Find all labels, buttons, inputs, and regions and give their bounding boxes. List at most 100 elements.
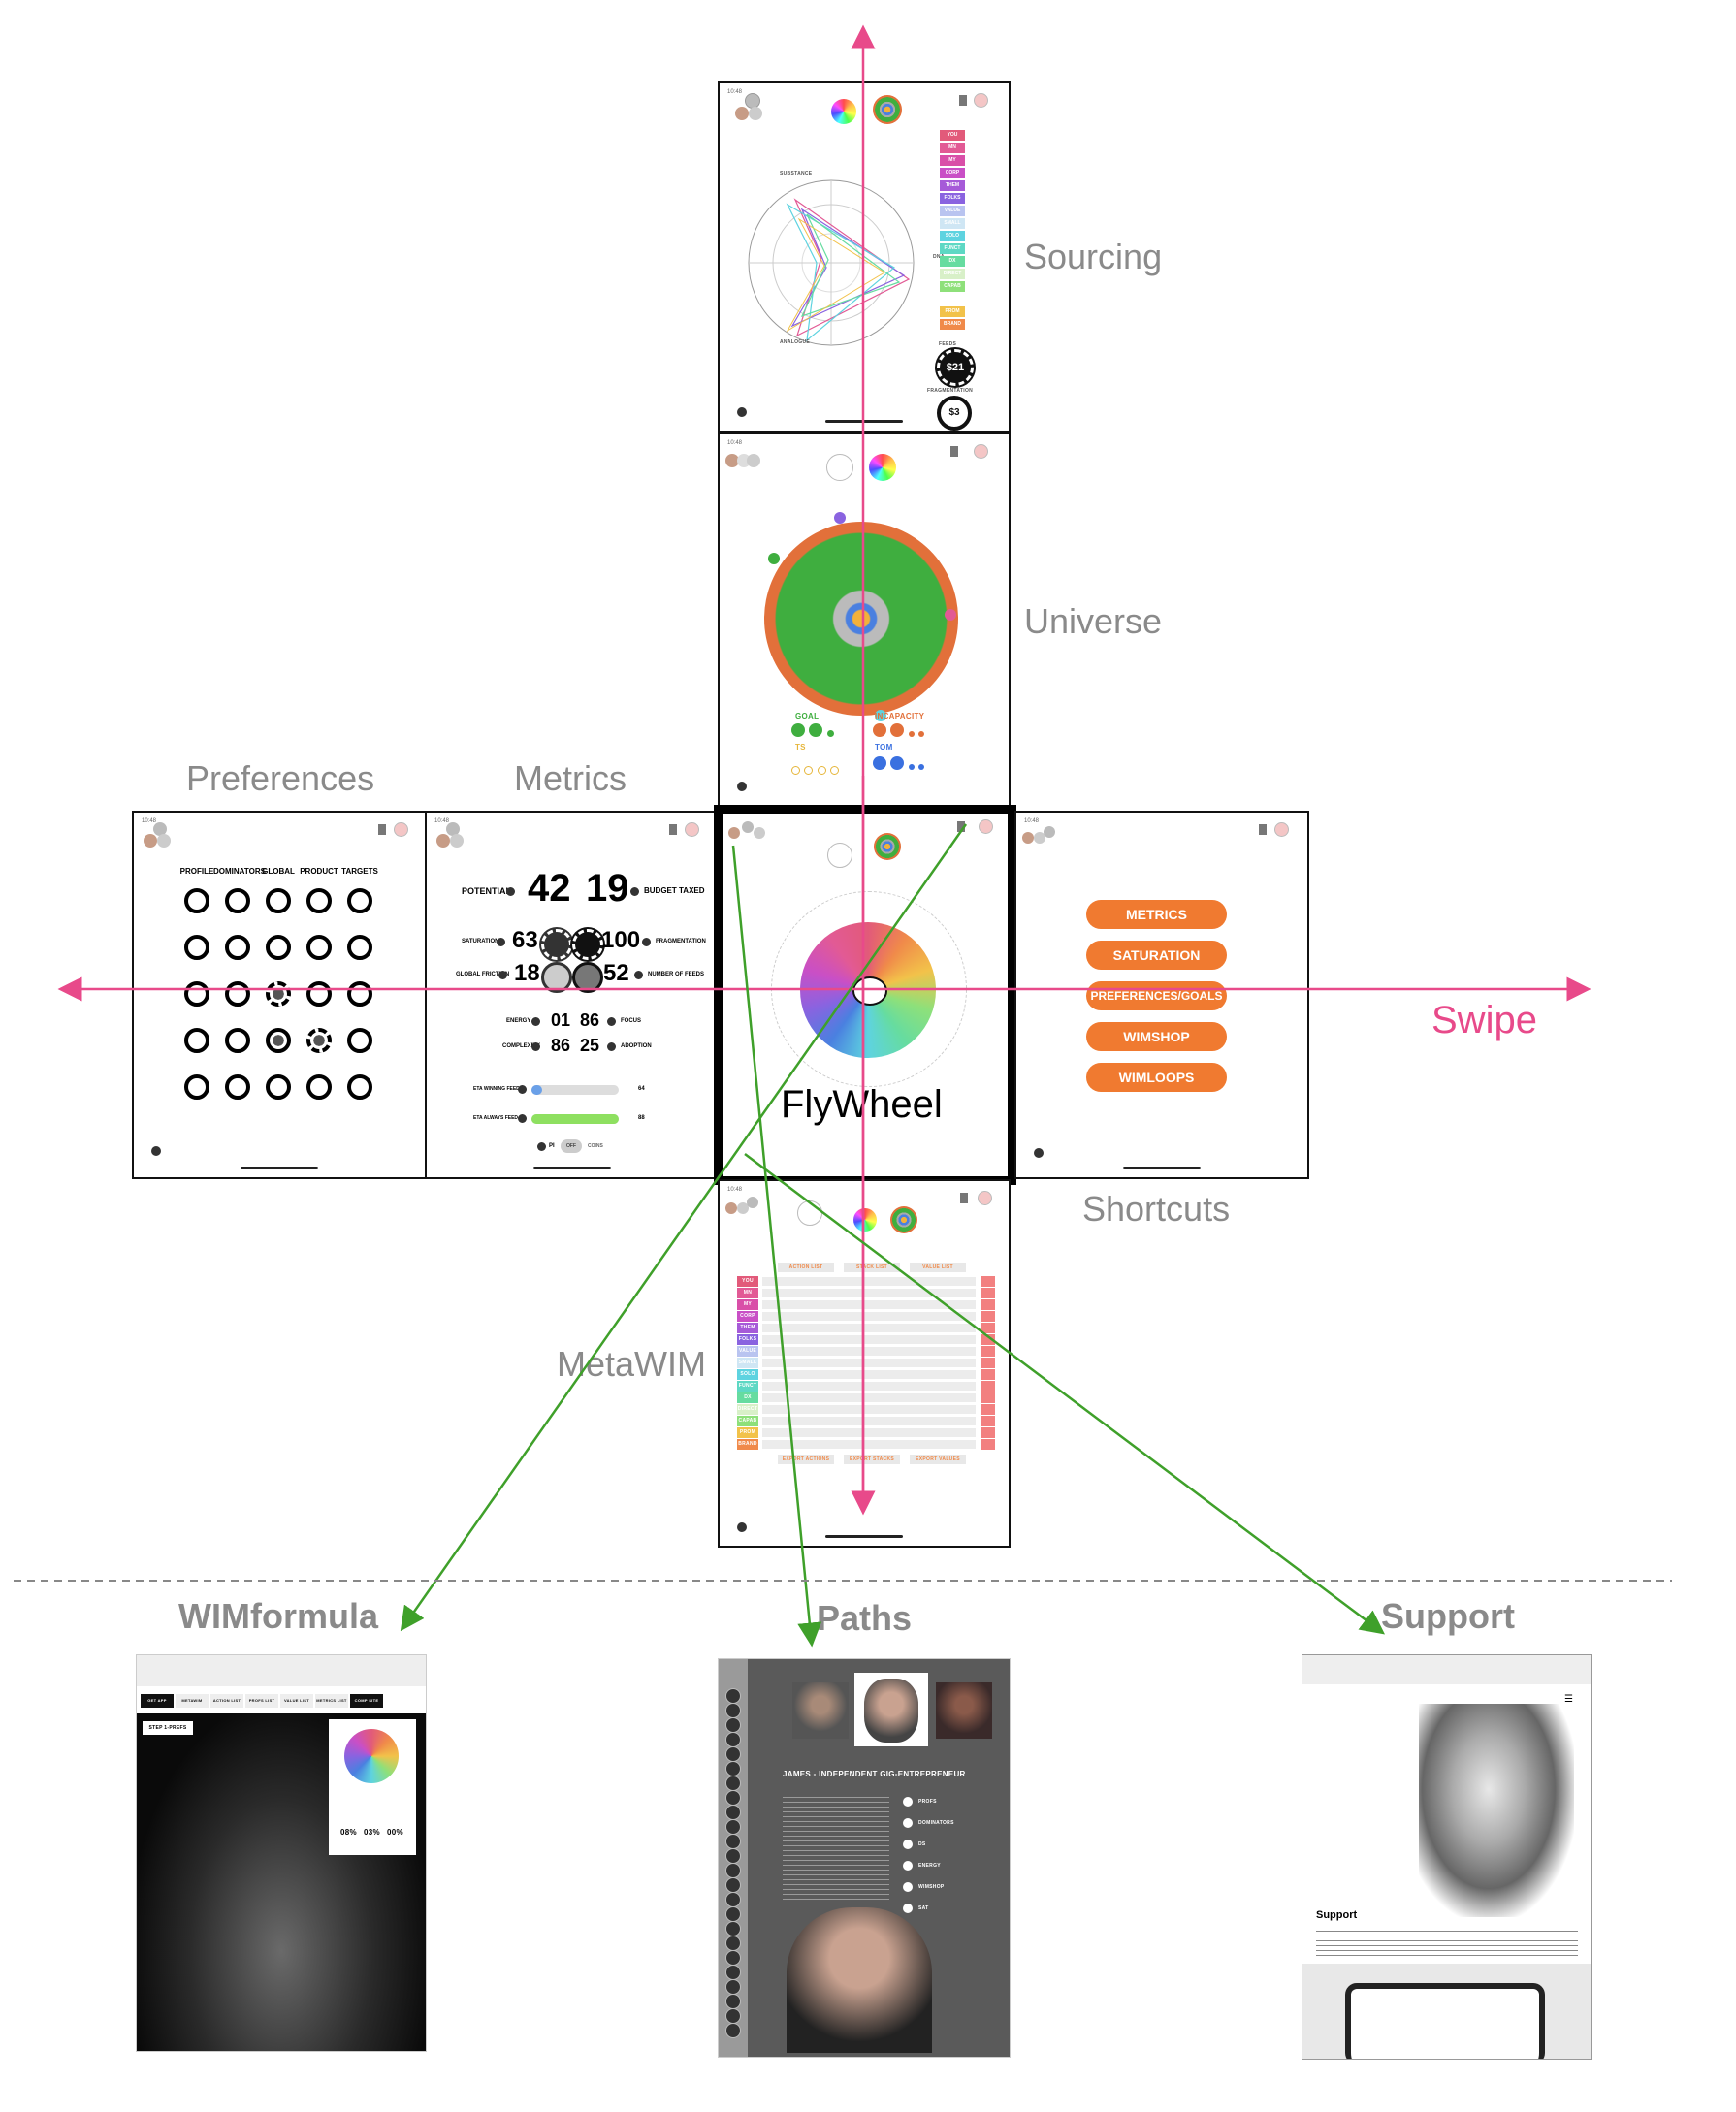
profile-pink-icon[interactable] xyxy=(685,822,699,837)
menu-item[interactable]: WIMSHOP xyxy=(918,1884,945,1890)
tag-value[interactable]: VALUE xyxy=(940,206,965,216)
preferences-screen[interactable]: 10:48 PROFILE DOMINATORS GLOBAL PRODUCT … xyxy=(132,811,427,1179)
footer-export-values[interactable]: EXPORT VALUES xyxy=(910,1455,966,1464)
help-icon[interactable] xyxy=(630,887,639,896)
sourcing-screen[interactable]: 10:48 SUBSTANCE DNA ANALOGUE YOU MN MY C… xyxy=(718,81,1011,432)
header-value-list[interactable]: VALUE LIST xyxy=(910,1263,966,1272)
table-row[interactable]: PROM xyxy=(737,1427,999,1438)
preference-ring[interactable] xyxy=(347,888,372,913)
table-row[interactable]: FUNCT xyxy=(737,1381,999,1392)
planet-dot[interactable] xyxy=(834,512,846,524)
table-row[interactable]: YOU xyxy=(737,1276,999,1287)
path-number[interactable] xyxy=(725,1703,741,1718)
tag-capab[interactable]: CAPAB xyxy=(940,281,965,292)
help-icon[interactable] xyxy=(531,1017,540,1026)
table-row[interactable]: BRAND xyxy=(737,1439,999,1450)
preference-ring[interactable] xyxy=(266,1028,291,1053)
help-icon[interactable] xyxy=(737,1522,747,1532)
path-number[interactable] xyxy=(725,1979,741,1995)
path-number[interactable] xyxy=(725,1965,741,1980)
help-icon[interactable] xyxy=(642,938,651,946)
profile-pink-icon[interactable] xyxy=(974,93,988,108)
flywheel-screen[interactable]: FlyWheel xyxy=(714,805,1016,1185)
planet-dot[interactable] xyxy=(768,553,780,564)
preference-ring[interactable] xyxy=(184,1028,209,1053)
path-number[interactable] xyxy=(725,1863,741,1878)
menu-item[interactable]: DS xyxy=(918,1841,926,1847)
preference-ring[interactable] xyxy=(184,888,209,913)
preference-ring[interactable] xyxy=(225,935,250,960)
help-icon[interactable] xyxy=(151,1146,161,1156)
table-row[interactable]: MN xyxy=(737,1288,999,1298)
table-row[interactable]: DX xyxy=(737,1392,999,1403)
help-icon[interactable] xyxy=(607,1017,616,1026)
universe-screen[interactable]: 10:48 GOAL INCAPACITY TS TOM xyxy=(718,432,1011,809)
path-number[interactable] xyxy=(725,2023,741,2038)
help-icon[interactable] xyxy=(607,1042,616,1051)
menu-item[interactable]: SAT xyxy=(918,1905,929,1911)
path-number[interactable] xyxy=(725,1921,741,1936)
shortcut-metrics-button[interactable]: METRICS xyxy=(1086,900,1227,929)
path-number[interactable] xyxy=(725,1776,741,1791)
preference-ring[interactable] xyxy=(306,935,332,960)
help-icon[interactable] xyxy=(518,1085,527,1094)
path-number[interactable] xyxy=(725,1717,741,1733)
doc-icon[interactable] xyxy=(960,1193,968,1203)
avatar-group[interactable] xyxy=(728,821,767,841)
preference-ring[interactable] xyxy=(225,1028,250,1053)
feeds-dial[interactable]: $21 xyxy=(937,349,974,386)
path-number[interactable] xyxy=(725,1892,741,1907)
feeds-dial[interactable] xyxy=(572,962,603,993)
help-icon[interactable] xyxy=(537,1142,546,1151)
color-wheel-icon[interactable] xyxy=(344,1729,399,1783)
nav-tab[interactable]: METRICS LIST xyxy=(315,1694,348,1708)
path-number[interactable] xyxy=(725,1994,741,2009)
path-number[interactable] xyxy=(725,1688,741,1704)
path-number[interactable] xyxy=(725,1877,741,1893)
menu-item[interactable]: PROFS xyxy=(918,1799,937,1805)
flywheel-center[interactable] xyxy=(852,976,887,1006)
preference-ring[interactable] xyxy=(347,1074,372,1100)
table-row[interactable]: FOLKS xyxy=(737,1334,999,1345)
doc-icon[interactable] xyxy=(959,95,967,106)
toggle-off[interactable]: OFF xyxy=(561,1139,582,1153)
metawim-screen[interactable]: 10:48 ACTION LIST STACK LIST VALUE LIST … xyxy=(718,1179,1011,1548)
path-number[interactable] xyxy=(725,1936,741,1951)
preference-ring[interactable] xyxy=(184,1074,209,1100)
menu-item[interactable]: ENERGY xyxy=(918,1863,941,1869)
flower-icon[interactable] xyxy=(831,99,856,124)
avatar-group[interactable] xyxy=(144,822,182,851)
nav-tab[interactable]: ACTION LIST xyxy=(210,1694,243,1708)
shortcut-wimloops-button[interactable]: WIMLOOPS xyxy=(1086,1063,1227,1092)
preference-ring[interactable] xyxy=(225,1074,250,1100)
path-number[interactable] xyxy=(725,1950,741,1966)
tag-dx[interactable]: DX xyxy=(940,256,965,267)
menu-dot[interactable] xyxy=(903,1797,913,1807)
tag-solo[interactable]: SOLO xyxy=(940,231,965,241)
saturation-dial[interactable] xyxy=(541,929,572,960)
preference-ring[interactable] xyxy=(184,981,209,1007)
preference-ring[interactable] xyxy=(306,1028,332,1053)
fragmentation-dial[interactable]: $3 xyxy=(937,396,972,431)
tag-mn[interactable]: MN xyxy=(940,143,965,153)
nav-tab[interactable]: PROFS LIST xyxy=(245,1694,278,1708)
menu-dot[interactable] xyxy=(903,1882,913,1892)
help-icon[interactable] xyxy=(737,782,747,791)
nav-tab[interactable]: COMP SITE xyxy=(350,1694,383,1708)
table-row[interactable]: SMALL xyxy=(737,1358,999,1368)
preference-ring[interactable] xyxy=(266,935,291,960)
eta-always-bar[interactable] xyxy=(531,1114,619,1124)
path-number[interactable] xyxy=(725,1746,741,1762)
doc-icon[interactable] xyxy=(669,824,677,835)
preference-ring[interactable] xyxy=(225,888,250,913)
nav-tab[interactable]: VALUE LIST xyxy=(280,1694,313,1708)
table-row[interactable]: SOLO xyxy=(737,1369,999,1380)
preference-ring[interactable] xyxy=(306,1074,332,1100)
path-number[interactable] xyxy=(725,1848,741,1864)
avatar-group[interactable] xyxy=(725,454,764,473)
doc-icon[interactable] xyxy=(378,824,386,835)
persona-photo-center[interactable] xyxy=(854,1673,928,1746)
doc-icon[interactable] xyxy=(957,821,965,832)
profile-pink-icon[interactable] xyxy=(978,1191,992,1205)
